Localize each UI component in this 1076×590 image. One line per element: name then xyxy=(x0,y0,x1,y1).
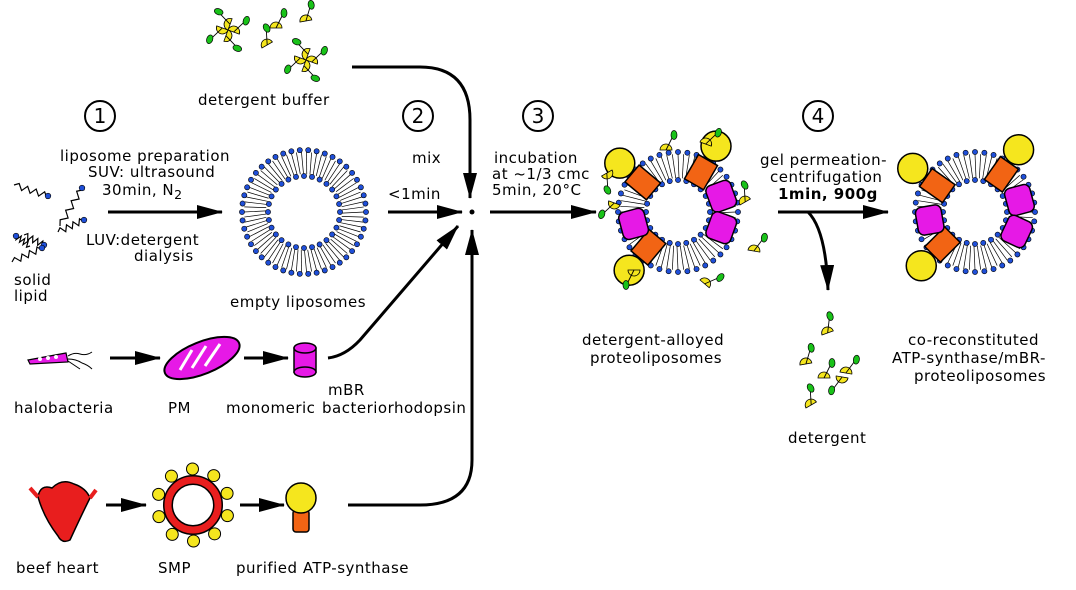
final-label-3: proteoliposomes xyxy=(914,367,1047,385)
step1-line3-text: 30min, N xyxy=(102,181,175,199)
arrow-atp xyxy=(348,229,479,507)
pm-label: PM xyxy=(168,399,191,417)
step1-line1: liposome preparation xyxy=(60,147,231,165)
halobacteria-icon xyxy=(27,351,93,370)
step1-line2: SUV: ultrasound xyxy=(88,163,216,181)
step1-line4: LUV:detergent xyxy=(86,231,200,249)
detergent-buffer-molecules-icon xyxy=(206,0,328,82)
alloyed-label-1: detergent-alloyed xyxy=(582,331,725,349)
solid-lipid-label-2: lipid xyxy=(14,287,49,305)
detergent-buffer-label: detergent buffer xyxy=(198,91,330,109)
incubation-line3: 5min, 20°C xyxy=(492,181,582,199)
beef-heart-icon xyxy=(28,481,98,543)
solid-lipid-icon xyxy=(11,182,88,263)
mbr-label: mBR xyxy=(328,381,365,399)
solid-lipid-label-1: solid xyxy=(14,271,52,289)
step-1-badge: 1 xyxy=(84,100,116,132)
beef-heart-label: beef heart xyxy=(16,559,100,577)
gel-line2: centrifugation xyxy=(770,168,883,186)
detergent-alloyed-proteoliposome-icon xyxy=(598,127,768,290)
empty-liposomes-label: empty liposomes xyxy=(230,293,367,311)
step1-line5: dialysis xyxy=(134,247,194,265)
purified-atp-synthase-icon xyxy=(285,482,317,533)
gel-line3: 1min, 900g xyxy=(778,185,878,203)
bacteriorhodopsin-label: bacteriorhodopsin xyxy=(322,399,467,417)
purified-atp-label: purified ATP-synthase xyxy=(236,559,410,577)
removed-detergent-icon xyxy=(799,311,860,409)
incubation-line2: at ~1/3 cmc xyxy=(492,165,590,183)
step-2-badge: 2 xyxy=(402,100,434,132)
gel-line1: gel permeation- xyxy=(760,151,888,169)
submitochondrial-particle-icon xyxy=(152,462,234,548)
co-reconstituted-proteoliposome-icon xyxy=(896,133,1038,282)
step-4-badge: 4 xyxy=(802,100,834,132)
step1-line3-sub: 2 xyxy=(174,187,183,202)
detergent-label: detergent xyxy=(788,429,867,447)
final-label-1: co-reconstituted xyxy=(908,331,1039,349)
purple-membrane-icon xyxy=(163,335,241,381)
arrow-detergent-removal xyxy=(806,210,835,291)
step1-line3: 30min, N2 xyxy=(102,182,183,203)
smp-label: SMP xyxy=(158,559,192,577)
incubation-line1: incubation xyxy=(494,149,578,167)
arrow-mbr xyxy=(327,225,460,360)
empty-liposome-icon xyxy=(239,147,369,277)
monomeric-label: monomeric xyxy=(226,399,316,417)
mix-time-label: <1min xyxy=(388,185,441,203)
final-label-2: ATP-synthase/mBR- xyxy=(892,349,1046,367)
halobacteria-label: halobacteria xyxy=(14,399,114,417)
arrow-detergent-buffer xyxy=(352,65,477,199)
monomeric-bacteriorhodopsin-icon xyxy=(293,342,317,378)
alloyed-label-2: proteoliposomes xyxy=(590,349,723,367)
step-3-badge: 3 xyxy=(522,100,554,132)
mix-point xyxy=(469,209,475,215)
mix-label: mix xyxy=(412,149,442,167)
